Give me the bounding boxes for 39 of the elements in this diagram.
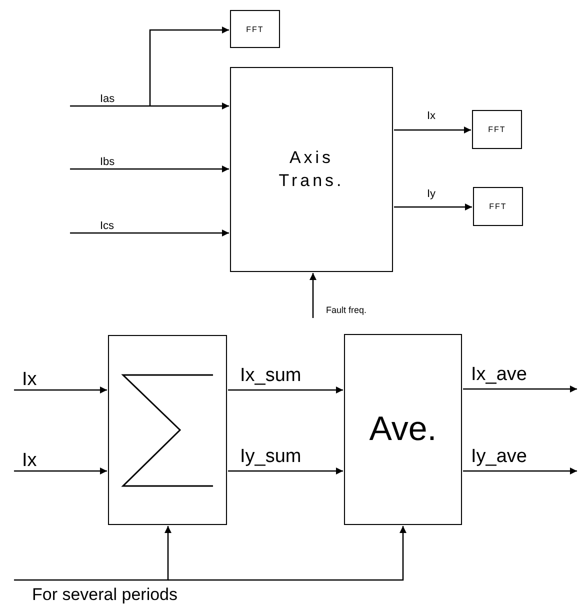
edge-label: For several periods	[32, 586, 178, 603]
arrow	[463, 468, 577, 474]
fft-box	[473, 187, 523, 226]
arrow	[310, 273, 316, 318]
arrow	[70, 166, 229, 172]
arrow	[168, 526, 406, 581]
box-label: Ave.	[369, 410, 437, 449]
arrow	[394, 126, 471, 134]
edge-label: Ix_sum	[240, 366, 302, 385]
box-label: FFT	[489, 202, 507, 211]
edge-label: Ias	[100, 94, 115, 105]
arrow	[14, 526, 172, 581]
arrow	[463, 386, 577, 392]
fft-box	[472, 110, 522, 149]
arrow	[394, 204, 472, 210]
arrow	[228, 386, 343, 394]
edge-label: Ix	[22, 370, 37, 389]
edge-label: Ibs	[100, 157, 115, 168]
transform-box	[230, 67, 393, 272]
sum-box	[108, 335, 227, 525]
box-label: FFT	[488, 125, 506, 134]
arrow	[14, 386, 107, 394]
arrow	[228, 468, 343, 474]
arrow	[70, 102, 229, 110]
box-label: Axis Trans.	[278, 147, 346, 192]
arrow	[70, 230, 229, 236]
average-box	[344, 334, 462, 525]
edge-label: Ix	[22, 451, 37, 470]
box-label: FFT	[246, 24, 264, 34]
arrow	[14, 468, 107, 474]
edge-label: Ics	[100, 221, 114, 232]
edge-label: Iy_ave	[471, 447, 527, 466]
edge-label: Iy	[427, 189, 436, 200]
arrow	[149, 26, 229, 106]
edge-label: Fault freq.	[326, 306, 367, 315]
fft-box	[230, 10, 280, 48]
edge-label: Ix	[427, 111, 436, 122]
edge-label: Ix_ave	[471, 365, 527, 384]
edge-label: Iy_sum	[240, 447, 302, 466]
